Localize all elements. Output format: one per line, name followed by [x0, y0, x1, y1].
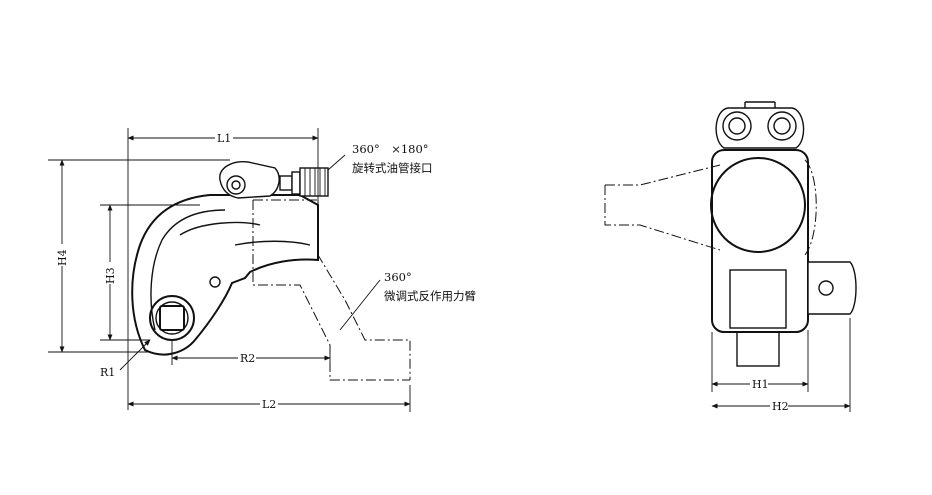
svg-text:H3: H3: [104, 267, 117, 284]
front-drive-lug: [807, 261, 857, 315]
dimension-L2: L2: [127, 385, 411, 412]
front-swivel-eyes: [715, 101, 805, 149]
svg-text:R1: R1: [100, 366, 115, 379]
hose-connector-label: 旋转式油管接口: [352, 161, 433, 175]
swivel-hose-connector: [219, 161, 329, 199]
square-drive: [149, 276, 221, 341]
svg-text:L2: L2: [262, 398, 276, 411]
dimension-R2: R2: [171, 340, 331, 365]
arm-angle-label: 360°: [384, 270, 412, 284]
callout-reaction-arm: 360° 微调式反作用力臂: [384, 270, 476, 303]
reaction-arm-label: 微调式反作用力臂: [384, 289, 476, 303]
svg-text:R2: R2: [240, 352, 255, 365]
dimension-L1: L1: [127, 128, 319, 410]
dimension-H1: H1: [711, 330, 809, 392]
dimension-H3: H3: [100, 204, 200, 341]
dimension-H4: H4: [48, 159, 230, 353]
svg-text:H4: H4: [56, 249, 69, 266]
front-housing: [710, 149, 809, 367]
svg-text:L1: L1: [217, 132, 231, 145]
hose-angle-label: 360° ×180°: [352, 142, 429, 156]
front-view: H1 H2: [604, 101, 857, 413]
dimension-R1: R1: [100, 339, 151, 379]
wrench-head-body: [131, 194, 319, 356]
dimension-H2: H2: [711, 318, 851, 413]
callout-hose: 360° ×180° 旋转式油管接口: [327, 142, 433, 175]
side-view: L1 L2 H4 H3: [48, 128, 476, 412]
svg-text:H1: H1: [752, 378, 769, 391]
front-reaction-arm-phantom: [604, 159, 817, 256]
svg-text:H2: H2: [772, 400, 789, 413]
